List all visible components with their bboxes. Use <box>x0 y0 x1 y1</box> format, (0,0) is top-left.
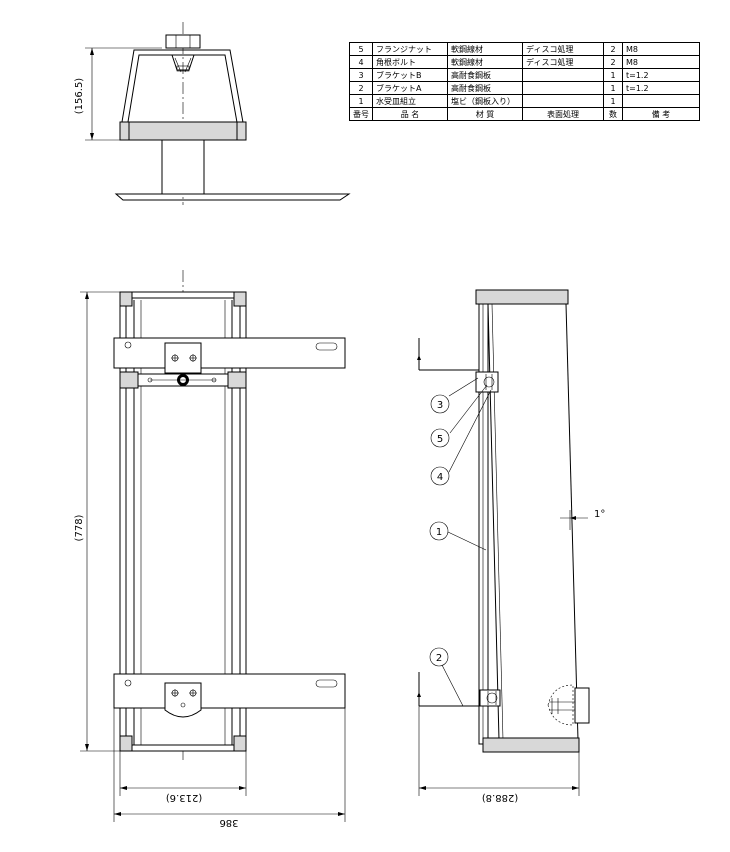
callout-4: 4 <box>430 466 450 486</box>
parts-table: 5 フランジナット 軟鋼線材 ディスコ処理 2 M8 4 角根ボルト 軟鋼線材 … <box>349 42 700 121</box>
cell-material: 高耐食鋼板 <box>447 68 523 82</box>
cell-qty: 2 <box>603 42 623 56</box>
svg-text:1: 1 <box>436 527 442 538</box>
parts-row: 3 ブラケットB 高耐食鋼板 1 t=1.2 <box>349 68 700 82</box>
cell-no: 2 <box>349 81 373 95</box>
cell-qty: 1 <box>603 68 623 82</box>
front-view <box>80 270 346 822</box>
cell-material: 軟鋼線材 <box>447 55 523 69</box>
cell-name: ブラケットA <box>372 81 448 95</box>
cell-remarks: M8 <box>622 55 700 69</box>
callout-5: 5 <box>430 428 450 448</box>
parts-header-row: 番号 品 名 材 質 表面処理 数 備 考 <box>349 107 700 121</box>
parts-row: 2 ブラケットA 高耐食鋼板 1 t=1.2 <box>349 81 700 95</box>
cell-name: 水受皿組立 <box>372 94 448 108</box>
dim-overall-width: 386 <box>219 817 238 828</box>
cell-no: 5 <box>349 42 373 56</box>
cell-remarks: t=1.2 <box>622 68 700 82</box>
cell-no: 4 <box>349 55 373 69</box>
cell-finish <box>522 68 604 82</box>
cell-remarks: M8 <box>622 42 700 56</box>
header-finish: 表面処理 <box>522 107 604 121</box>
cell-qty: 1 <box>603 81 623 95</box>
dim-top-height: (156.5) <box>74 78 85 115</box>
svg-text:4: 4 <box>437 472 443 483</box>
side-view <box>417 289 590 796</box>
cell-name: フランジナット <box>372 42 448 56</box>
cell-material: 軟鋼線材 <box>447 42 523 56</box>
cell-name: 角根ボルト <box>372 55 448 69</box>
cell-qty: 1 <box>603 94 623 108</box>
cell-no: 1 <box>349 94 373 108</box>
cell-remarks: t=1.2 <box>622 81 700 95</box>
parts-row: 1 水受皿組立 塩ビ（鋼板入り） 1 <box>349 94 700 108</box>
dim-inner-width: (213.6) <box>166 792 203 803</box>
callout-3: 3 <box>430 394 450 414</box>
cell-qty: 2 <box>603 55 623 69</box>
svg-text:5: 5 <box>437 434 443 445</box>
header-remarks: 備 考 <box>622 107 700 121</box>
header-material: 材 質 <box>447 107 523 121</box>
header-name: 品 名 <box>372 107 448 121</box>
cell-name: ブラケットB <box>372 68 448 82</box>
cell-no: 3 <box>349 68 373 82</box>
dim-side-depth: (288.8) <box>482 792 519 803</box>
parts-row: 5 フランジナット 軟鋼線材 ディスコ処理 2 M8 <box>349 42 700 56</box>
svg-text:3: 3 <box>437 400 443 411</box>
cell-material: 高耐食鋼板 <box>447 81 523 95</box>
cell-finish: ディスコ処理 <box>522 55 604 69</box>
header-qty: 数 <box>603 107 623 121</box>
cell-finish: ディスコ処理 <box>522 42 604 56</box>
cell-finish <box>522 81 604 95</box>
svg-text:2: 2 <box>436 653 442 664</box>
top-view <box>85 22 351 205</box>
header-no: 番号 <box>349 107 373 121</box>
cell-remarks <box>622 94 700 108</box>
parts-row: 4 角根ボルト 軟鋼線材 ディスコ処理 2 M8 <box>349 55 700 69</box>
dim-front-height: (778) <box>74 514 85 541</box>
cell-material: 塩ビ（鋼板入り） <box>447 94 523 108</box>
dim-angle: 1° <box>594 509 605 520</box>
callout-2: 2 <box>429 647 449 667</box>
cell-finish <box>522 94 604 108</box>
callout-1: 1 <box>429 521 449 541</box>
